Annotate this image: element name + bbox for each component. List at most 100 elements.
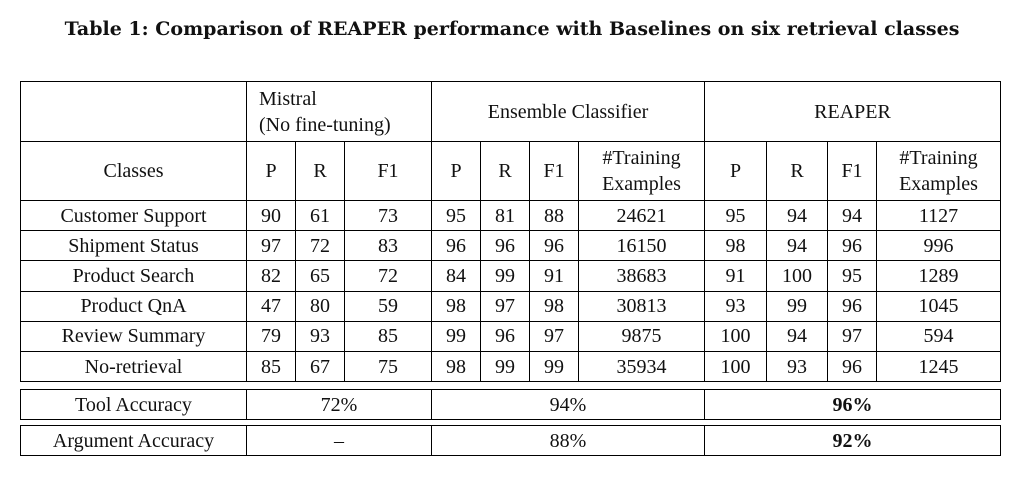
mistral-group-header: Mistral (No fine-tuning) (246, 81, 432, 142)
ensemble-r-cell: 99 (480, 350, 530, 383)
ensemble-p-cell: 99 (431, 320, 481, 352)
column-header-row: Classes P R F1 P R F1 #Training Examples… (20, 141, 1001, 201)
examples-label: Examples (899, 173, 978, 195)
reaper-training-cell: 1289 (876, 260, 1001, 292)
reaper-f1-cell: 95 (827, 260, 877, 292)
reaper-p-cell: 95 (704, 199, 767, 232)
ensemble-f1-cell: 91 (529, 260, 579, 292)
mistral-p-cell: 79 (246, 320, 296, 352)
table-caption: Table 1: Comparison of REAPER performanc… (64, 18, 960, 40)
empty-corner-cell (20, 81, 247, 142)
reaper-training-cell: 1127 (876, 199, 1001, 232)
mistral-r-cell: 93 (295, 320, 345, 352)
ensemble-p-cell: 95 (431, 199, 481, 232)
mistral-f1-cell: 75 (344, 350, 432, 383)
reaper-f1-header: F1 (827, 141, 877, 201)
ensemble-p-header: P (431, 141, 481, 201)
reaper-p-cell: 91 (704, 260, 767, 292)
ensemble-p-cell: 84 (431, 260, 481, 292)
ensemble-f1-cell: 96 (529, 230, 579, 262)
ensemble-r-cell: 99 (480, 260, 530, 292)
mistral-label: Mistral (259, 87, 317, 110)
argument-accuracy-ensemble: 88% (431, 425, 705, 456)
ensemble-p-cell: 96 (431, 230, 481, 262)
reaper-p-cell: 100 (704, 320, 767, 352)
reaper-f1-cell: 96 (827, 350, 877, 383)
class-name-cell: Product QnA (20, 290, 247, 322)
reaper-group-header: REAPER (704, 81, 1001, 142)
ensemble-f1-cell: 97 (529, 320, 579, 352)
reaper-training-cell: 1045 (876, 290, 1001, 322)
reaper-f1-cell: 96 (827, 230, 877, 262)
training-label: #Training (899, 147, 978, 169)
ensemble-f1-cell: 99 (529, 350, 579, 383)
class-name-cell: No-retrieval (20, 350, 247, 383)
ensemble-f1-cell: 98 (529, 290, 579, 322)
reaper-p-cell: 93 (704, 290, 767, 322)
reaper-p-cell: 98 (704, 230, 767, 262)
reaper-training-cell: 594 (876, 320, 1001, 352)
argument-accuracy-mistral: – (246, 425, 432, 456)
reaper-training-cell: 1245 (876, 350, 1001, 383)
mistral-p-cell: 47 (246, 290, 296, 322)
tool-accuracy-reaper: 96% (704, 389, 1001, 420)
training-label: #Training (602, 147, 681, 169)
tool-accuracy-ensemble: 94% (431, 389, 705, 420)
reaper-r-cell: 94 (766, 199, 828, 232)
tool-accuracy-table: Tool Accuracy 72% 94% 96% (20, 389, 1001, 420)
class-name-cell: Shipment Status (20, 230, 247, 262)
ensemble-p-cell: 98 (431, 290, 481, 322)
tool-accuracy-mistral: 72% (246, 389, 432, 420)
reaper-r-cell: 94 (766, 230, 828, 262)
ensemble-r-cell: 96 (480, 320, 530, 352)
ensemble-training-cell: 30813 (578, 290, 705, 322)
ensemble-training-header: #Training Examples (578, 141, 705, 201)
class-name-cell: Product Search (20, 260, 247, 292)
argument-accuracy-reaper: 92% (704, 425, 1001, 456)
mistral-f1-cell: 85 (344, 320, 432, 352)
examples-label: Examples (602, 173, 681, 195)
ensemble-training-cell: 35934 (578, 350, 705, 383)
mistral-f1-cell: 83 (344, 230, 432, 262)
reaper-f1-cell: 94 (827, 199, 877, 232)
reaper-f1-cell: 96 (827, 290, 877, 322)
reaper-p-cell: 100 (704, 350, 767, 383)
argument-accuracy-label: Argument Accuracy (20, 425, 247, 456)
argument-accuracy-row: Argument Accuracy – 88% 92% (20, 425, 1001, 456)
ensemble-group-header: Ensemble Classifier (431, 81, 705, 142)
ensemble-training-cell: 16150 (578, 230, 705, 262)
ensemble-training-cell: 9875 (578, 320, 705, 352)
reaper-f1-cell: 97 (827, 320, 877, 352)
ensemble-r-header: R (480, 141, 530, 201)
reaper-r-cell: 93 (766, 350, 828, 383)
mistral-r-cell: 72 (295, 230, 345, 262)
mistral-f1-cell: 59 (344, 290, 432, 322)
reaper-p-header: P (704, 141, 767, 201)
reaper-r-cell: 100 (766, 260, 828, 292)
mistral-f1-cell: 73 (344, 199, 432, 232)
reaper-r-cell: 94 (766, 320, 828, 352)
mistral-r-cell: 65 (295, 260, 345, 292)
reaper-training-cell: 996 (876, 230, 1001, 262)
group-header-row: Mistral (No fine-tuning) Ensemble Classi… (20, 81, 1001, 142)
ensemble-training-cell: 24621 (578, 199, 705, 232)
tool-accuracy-row: Tool Accuracy 72% 94% 96% (20, 389, 1001, 420)
ensemble-f1-header: F1 (529, 141, 579, 201)
mistral-p-header: P (246, 141, 296, 201)
mistral-r-cell: 80 (295, 290, 345, 322)
mistral-r-cell: 67 (295, 350, 345, 383)
results-table: Mistral (No fine-tuning) Ensemble Classi… (20, 81, 1001, 383)
mistral-r-header: R (295, 141, 345, 201)
mistral-p-cell: 82 (246, 260, 296, 292)
mistral-f1-cell: 72 (344, 260, 432, 292)
mistral-p-cell: 85 (246, 350, 296, 383)
class-name-cell: Review Summary (20, 320, 247, 352)
ensemble-r-cell: 97 (480, 290, 530, 322)
argument-accuracy-table: Argument Accuracy – 88% 92% (20, 425, 1001, 456)
ensemble-f1-cell: 88 (529, 199, 579, 232)
